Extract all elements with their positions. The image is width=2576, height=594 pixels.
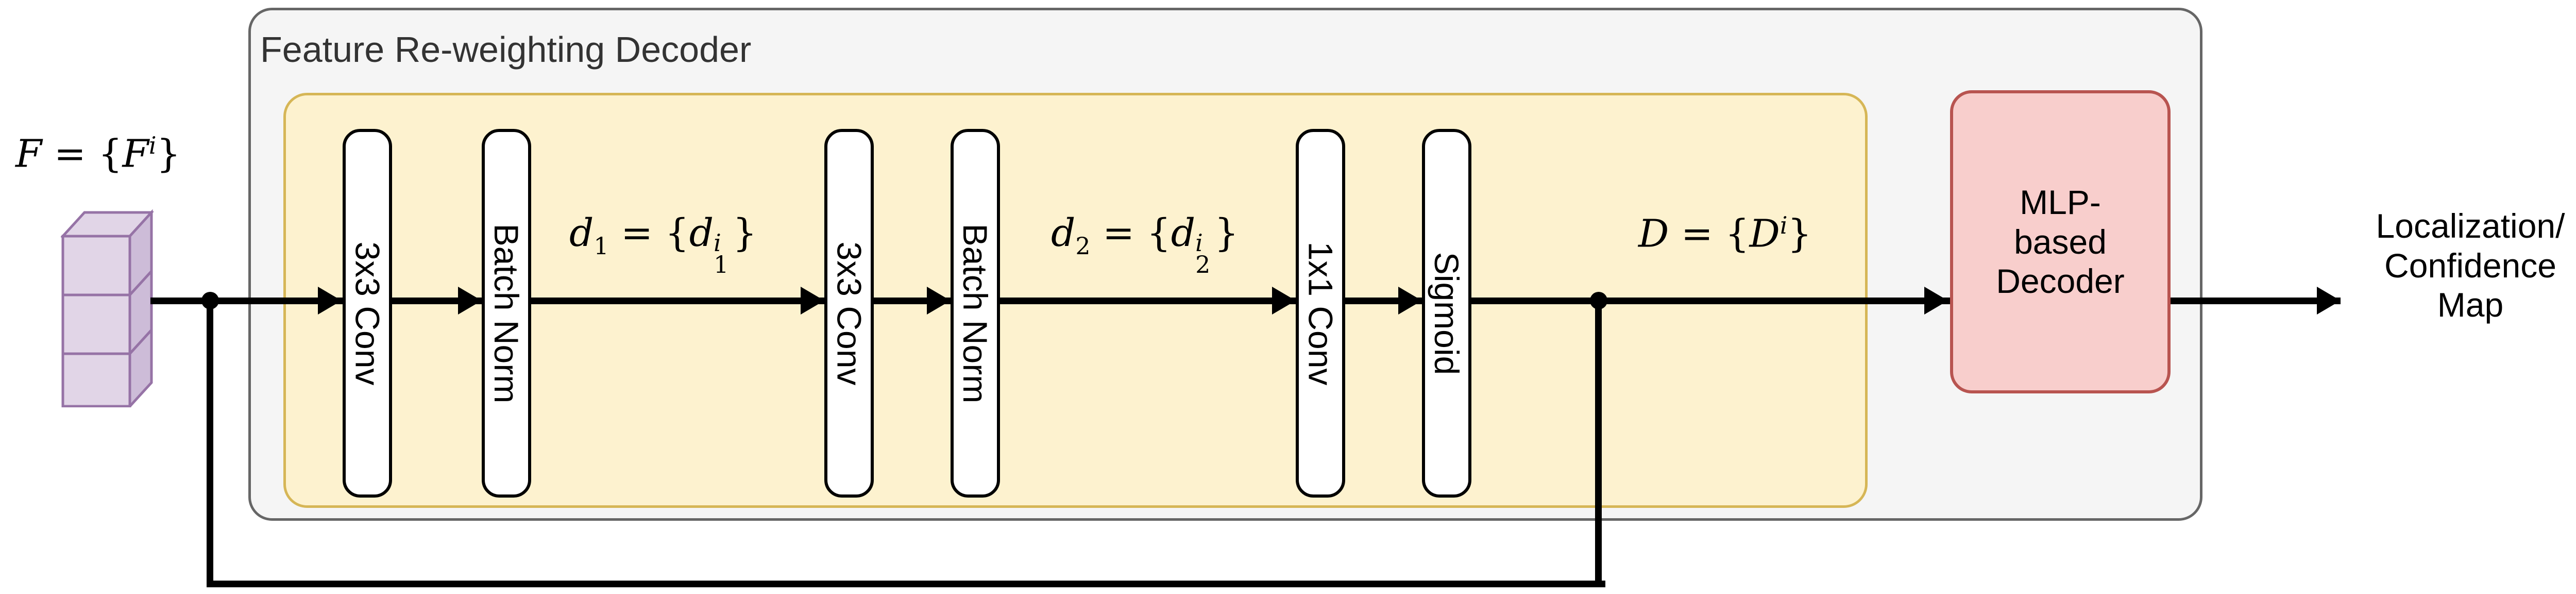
d2-symbol: d — [1051, 211, 1076, 255]
d1-close-brace: } — [733, 211, 757, 255]
block-label: 1x1 Conv — [1301, 241, 1340, 385]
arrow-into-batchnorm-a — [458, 287, 482, 315]
block-label: 3x3 Conv — [348, 241, 387, 385]
container-title: Feature Re-weighting Decoder — [260, 29, 752, 70]
D-close-brace: } — [1787, 211, 1812, 256]
wire-bn-a-to-conv3x3b — [531, 298, 825, 304]
block-label: 3x3 Conv — [830, 241, 869, 385]
arrow-into-conv1x1 — [1272, 287, 1296, 315]
open-brace: { — [98, 131, 123, 176]
block-sigmoid[interactable]: Sigmoid — [1422, 129, 1471, 498]
skip-wire-up — [1595, 301, 1602, 587]
output-line3: Map — [2437, 286, 2504, 324]
block-batchnorm-a[interactable]: Batch Norm — [482, 129, 531, 498]
wire-sigmoid-to-mlp — [1471, 298, 1951, 304]
mlp-decoder-label: MLP- based Decoder — [1996, 183, 2124, 301]
arrow-into-conv3x3-b — [801, 287, 824, 315]
arrow-into-output — [2317, 287, 2341, 315]
block-label: Batch Norm — [956, 223, 994, 403]
wire-bn-b-to-conv1x1 — [1000, 298, 1296, 304]
block-batchnorm-b[interactable]: Batch Norm — [951, 129, 1000, 498]
d1-base-superscript: i — [714, 228, 721, 257]
arrow-into-conv3x3-a — [318, 287, 342, 315]
d1-equals: = — [621, 211, 653, 255]
input-base: F — [122, 131, 149, 176]
label-D: D = {Di} — [1638, 211, 1812, 256]
d1-open-brace: { — [665, 211, 689, 255]
mlp-based-decoder-block[interactable]: MLP- based Decoder — [1950, 90, 2171, 393]
block-label: Sigmoid — [1428, 252, 1466, 375]
mlp-label-line1: MLP- — [2020, 183, 2101, 222]
D-symbol: D — [1638, 211, 1669, 256]
arrow-into-mlp-decoder — [1924, 287, 1948, 315]
feature-cube-icon — [60, 201, 155, 410]
input-superscript: i — [148, 131, 157, 159]
D-equals: = — [1681, 211, 1713, 256]
d1-base: d — [689, 211, 714, 255]
D-superscript: i — [1780, 211, 1788, 239]
arrow-into-batchnorm-b — [927, 287, 951, 315]
d2-open-brace: { — [1146, 211, 1171, 255]
d1-base-subscript: 1 — [714, 250, 729, 278]
block-label: Batch Norm — [487, 223, 526, 403]
block-conv3x3-a[interactable]: 3x3 Conv — [343, 129, 392, 498]
mlp-label-line3: Decoder — [1996, 262, 2125, 301]
skip-wire-down — [207, 301, 213, 587]
skip-wire-bottom — [207, 581, 1605, 587]
arrow-into-sigmoid — [1398, 287, 1422, 315]
equals-sign: = — [54, 131, 86, 176]
block-conv1x1[interactable]: 1x1 Conv — [1296, 129, 1345, 498]
d1-subscript: 1 — [594, 232, 609, 260]
d2-subscript: 2 — [1075, 232, 1091, 260]
d2-close-brace: } — [1214, 211, 1239, 255]
d1-symbol: d — [569, 211, 594, 255]
d2-base: d — [1171, 211, 1196, 255]
d2-base-subscript: 2 — [1195, 250, 1211, 278]
wire-input-to-conv — [150, 298, 351, 304]
block-conv3x3-b[interactable]: 3x3 Conv — [824, 129, 874, 498]
d2-equals: = — [1103, 211, 1135, 255]
mlp-label-line2: based — [2014, 222, 2107, 261]
D-open-brace: { — [1725, 211, 1750, 256]
output-line2: Confidence — [2384, 246, 2556, 285]
input-feature-label: F = {Fi} — [15, 134, 181, 173]
D-base: D — [1749, 211, 1780, 256]
wire-mlp-to-output — [2171, 298, 2341, 304]
input-symbol: F — [15, 131, 42, 176]
output-line1: Localization/ — [2376, 207, 2565, 245]
output-label: Localization/ Confidence Map — [2349, 206, 2576, 325]
close-brace: } — [156, 131, 181, 176]
d2-base-superscript: i — [1195, 228, 1203, 257]
